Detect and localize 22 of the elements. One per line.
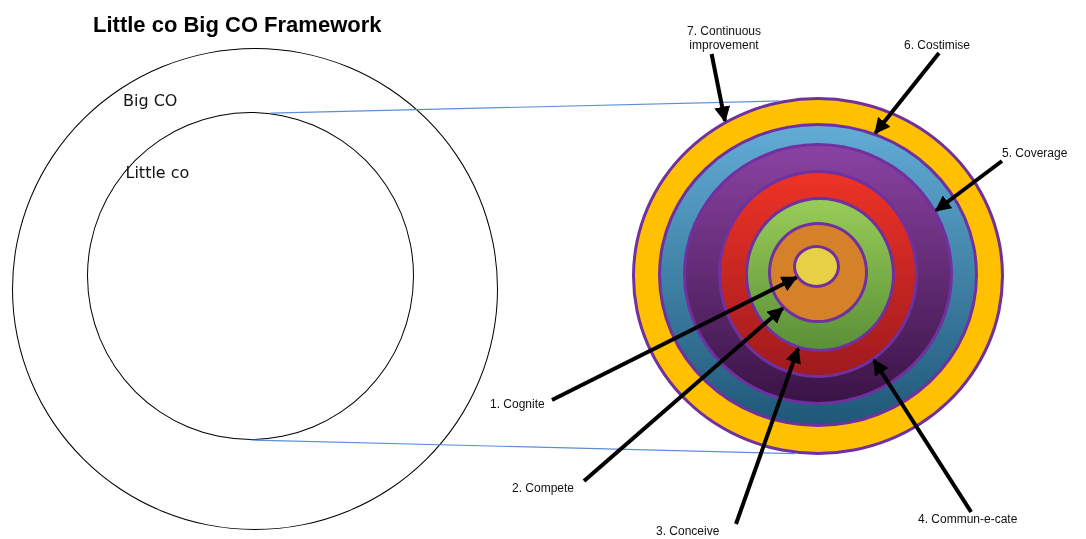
callout-label: 3. Conceive [656, 524, 736, 538]
arrow [551, 275, 798, 402]
callout-label: 6. Costimise [904, 38, 1004, 52]
circle-label: Big CO [123, 91, 178, 110]
target-ring [745, 197, 895, 352]
arrow [872, 358, 973, 514]
arrow [873, 51, 941, 135]
target-ring [683, 143, 953, 405]
arrow [582, 306, 784, 483]
connector-line [249, 439, 796, 455]
arrow [734, 347, 801, 525]
callout-label: 4. Commun-e-cate [918, 512, 1036, 526]
callout-label: 7. Continuous improvement [662, 24, 786, 52]
callout-label: 2. Compete [512, 481, 584, 495]
diagram-title: Little co Big CO Framework [93, 12, 382, 38]
circle-label: Little co [125, 162, 190, 182]
callout-label: 5. Coverage [1002, 146, 1086, 160]
callout-label: 1. Cognite [490, 397, 552, 411]
target-center [793, 245, 840, 288]
connector-line [269, 100, 780, 114]
arrow [709, 53, 730, 123]
arrow [934, 159, 1004, 213]
